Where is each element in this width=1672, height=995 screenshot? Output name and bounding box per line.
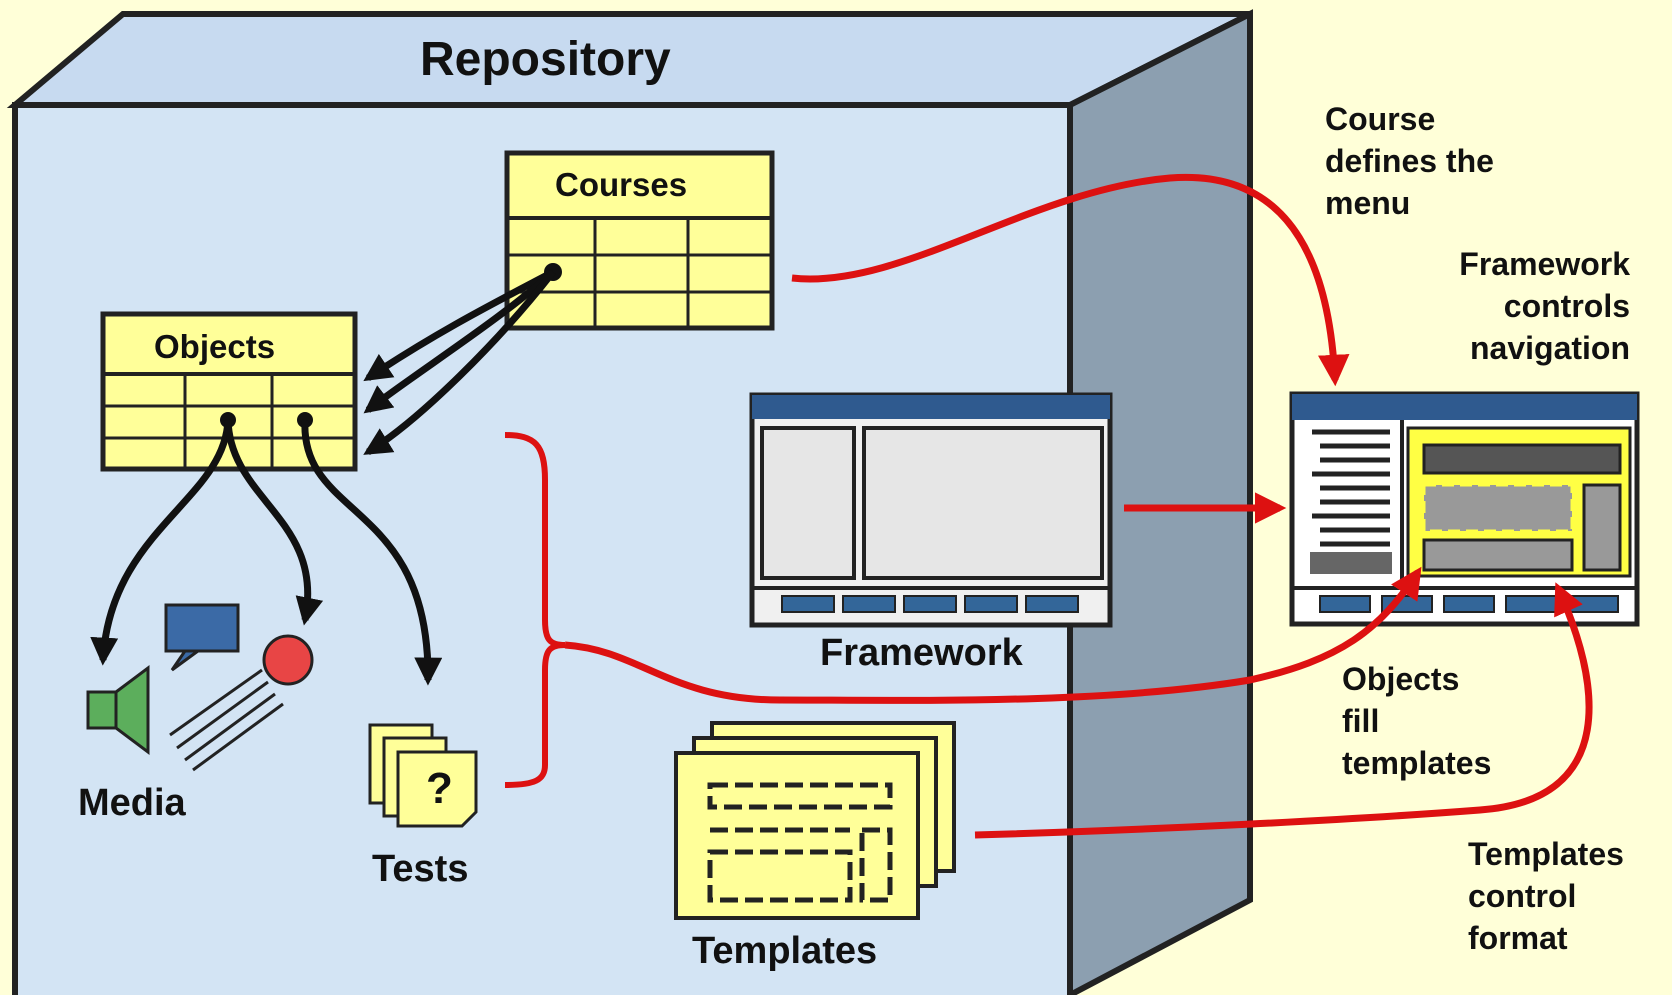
objects-table-label: Objects bbox=[154, 328, 276, 365]
media-label: Media bbox=[78, 782, 186, 824]
course-menu-arrow bbox=[791, 173, 1350, 387]
media-tests-bracket bbox=[504, 432, 566, 788]
courses-table-label: Courses bbox=[555, 166, 688, 203]
templates-format-note: Templates control format bbox=[1468, 836, 1624, 956]
courses-to-objects-arrows bbox=[363, 263, 562, 455]
question-pages-icon: ? bbox=[368, 723, 478, 828]
templates-stack bbox=[674, 721, 956, 920]
svg-text:?: ? bbox=[426, 764, 453, 813]
templates-label: Templates bbox=[692, 930, 878, 972]
objects-fill-note: Objects fill templates bbox=[1342, 661, 1492, 781]
result-screen bbox=[1289, 391, 1640, 627]
framework-label: Framework bbox=[820, 632, 1023, 674]
tests-label: Tests bbox=[372, 848, 469, 890]
objects-fill-arrow bbox=[564, 566, 1422, 704]
speaker-icon bbox=[86, 665, 150, 755]
course-menu-note: Course defines the menu bbox=[1325, 101, 1494, 221]
repository-title: Repository bbox=[420, 33, 671, 86]
speech-bubble-icon bbox=[164, 603, 240, 672]
courses-table bbox=[504, 150, 775, 331]
framework-nav-note: Framework controls navigation bbox=[1459, 246, 1630, 366]
ball-icon bbox=[169, 634, 314, 772]
objects-to-media-arrows bbox=[90, 412, 443, 686]
red-arrows bbox=[564, 173, 1593, 839]
framework-screen bbox=[749, 392, 1113, 628]
menu-lines bbox=[1312, 429, 1390, 547]
templates-format-arrow bbox=[974, 582, 1593, 839]
